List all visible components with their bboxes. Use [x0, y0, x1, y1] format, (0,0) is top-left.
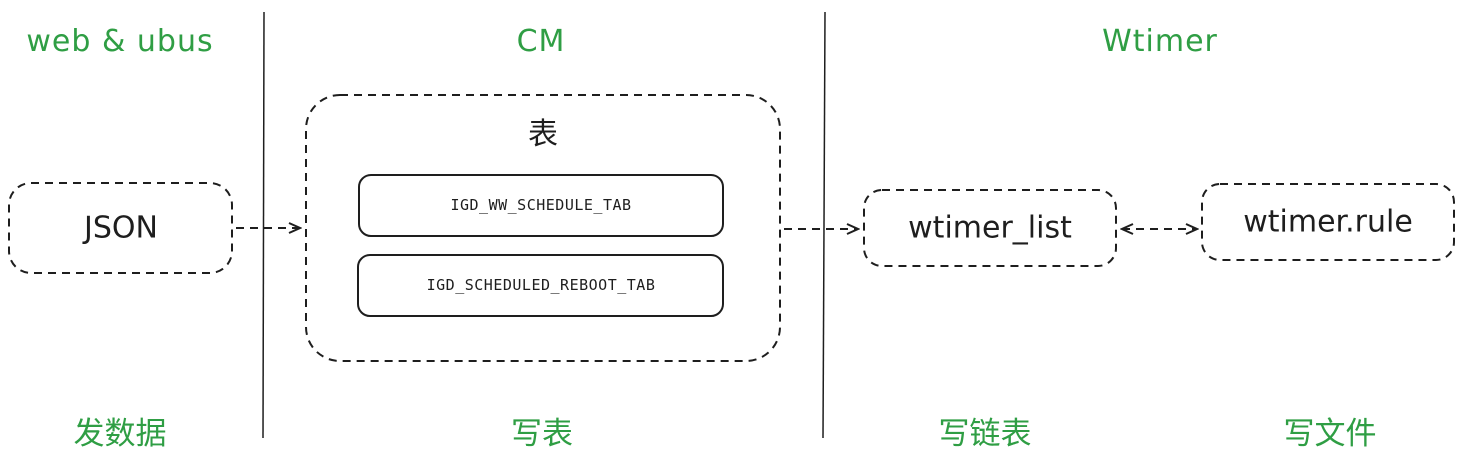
divider-cm-wtimer	[822, 11, 826, 439]
table-label-ww-schedule: IGD_WW_SCHEDULE_TAB	[450, 196, 632, 214]
footer-write-file: 写文件	[1283, 416, 1377, 452]
column-header-cm: CM	[516, 24, 566, 59]
table-group-title: 表	[528, 117, 558, 152]
json-node-box[interactable]	[8, 182, 233, 274]
table-box-scheduled-reboot[interactable]	[357, 254, 724, 317]
footer-write-list: 写链表	[938, 416, 1032, 452]
column-header-web-ubus: web & ubus	[26, 24, 214, 59]
json-node-label: JSON	[84, 210, 158, 246]
divider-web-cm	[262, 11, 265, 439]
wtimer-list-node-label: wtimer_list	[908, 210, 1072, 246]
table-label-scheduled-reboot: IGD_SCHEDULED_REBOOT_TAB	[426, 276, 656, 294]
table-group-box[interactable]	[305, 94, 781, 362]
table-box-ww-schedule[interactable]	[358, 174, 724, 237]
wtimer-rule-node-label: wtimer.rule	[1243, 204, 1413, 240]
wtimer-list-node-box[interactable]	[863, 189, 1117, 267]
footer-write-table: 写表	[511, 416, 573, 452]
wtimer-rule-node-box[interactable]	[1201, 183, 1455, 261]
footer-send-data: 发数据	[73, 416, 167, 452]
column-header-wtimer: Wtimer	[1102, 24, 1218, 59]
